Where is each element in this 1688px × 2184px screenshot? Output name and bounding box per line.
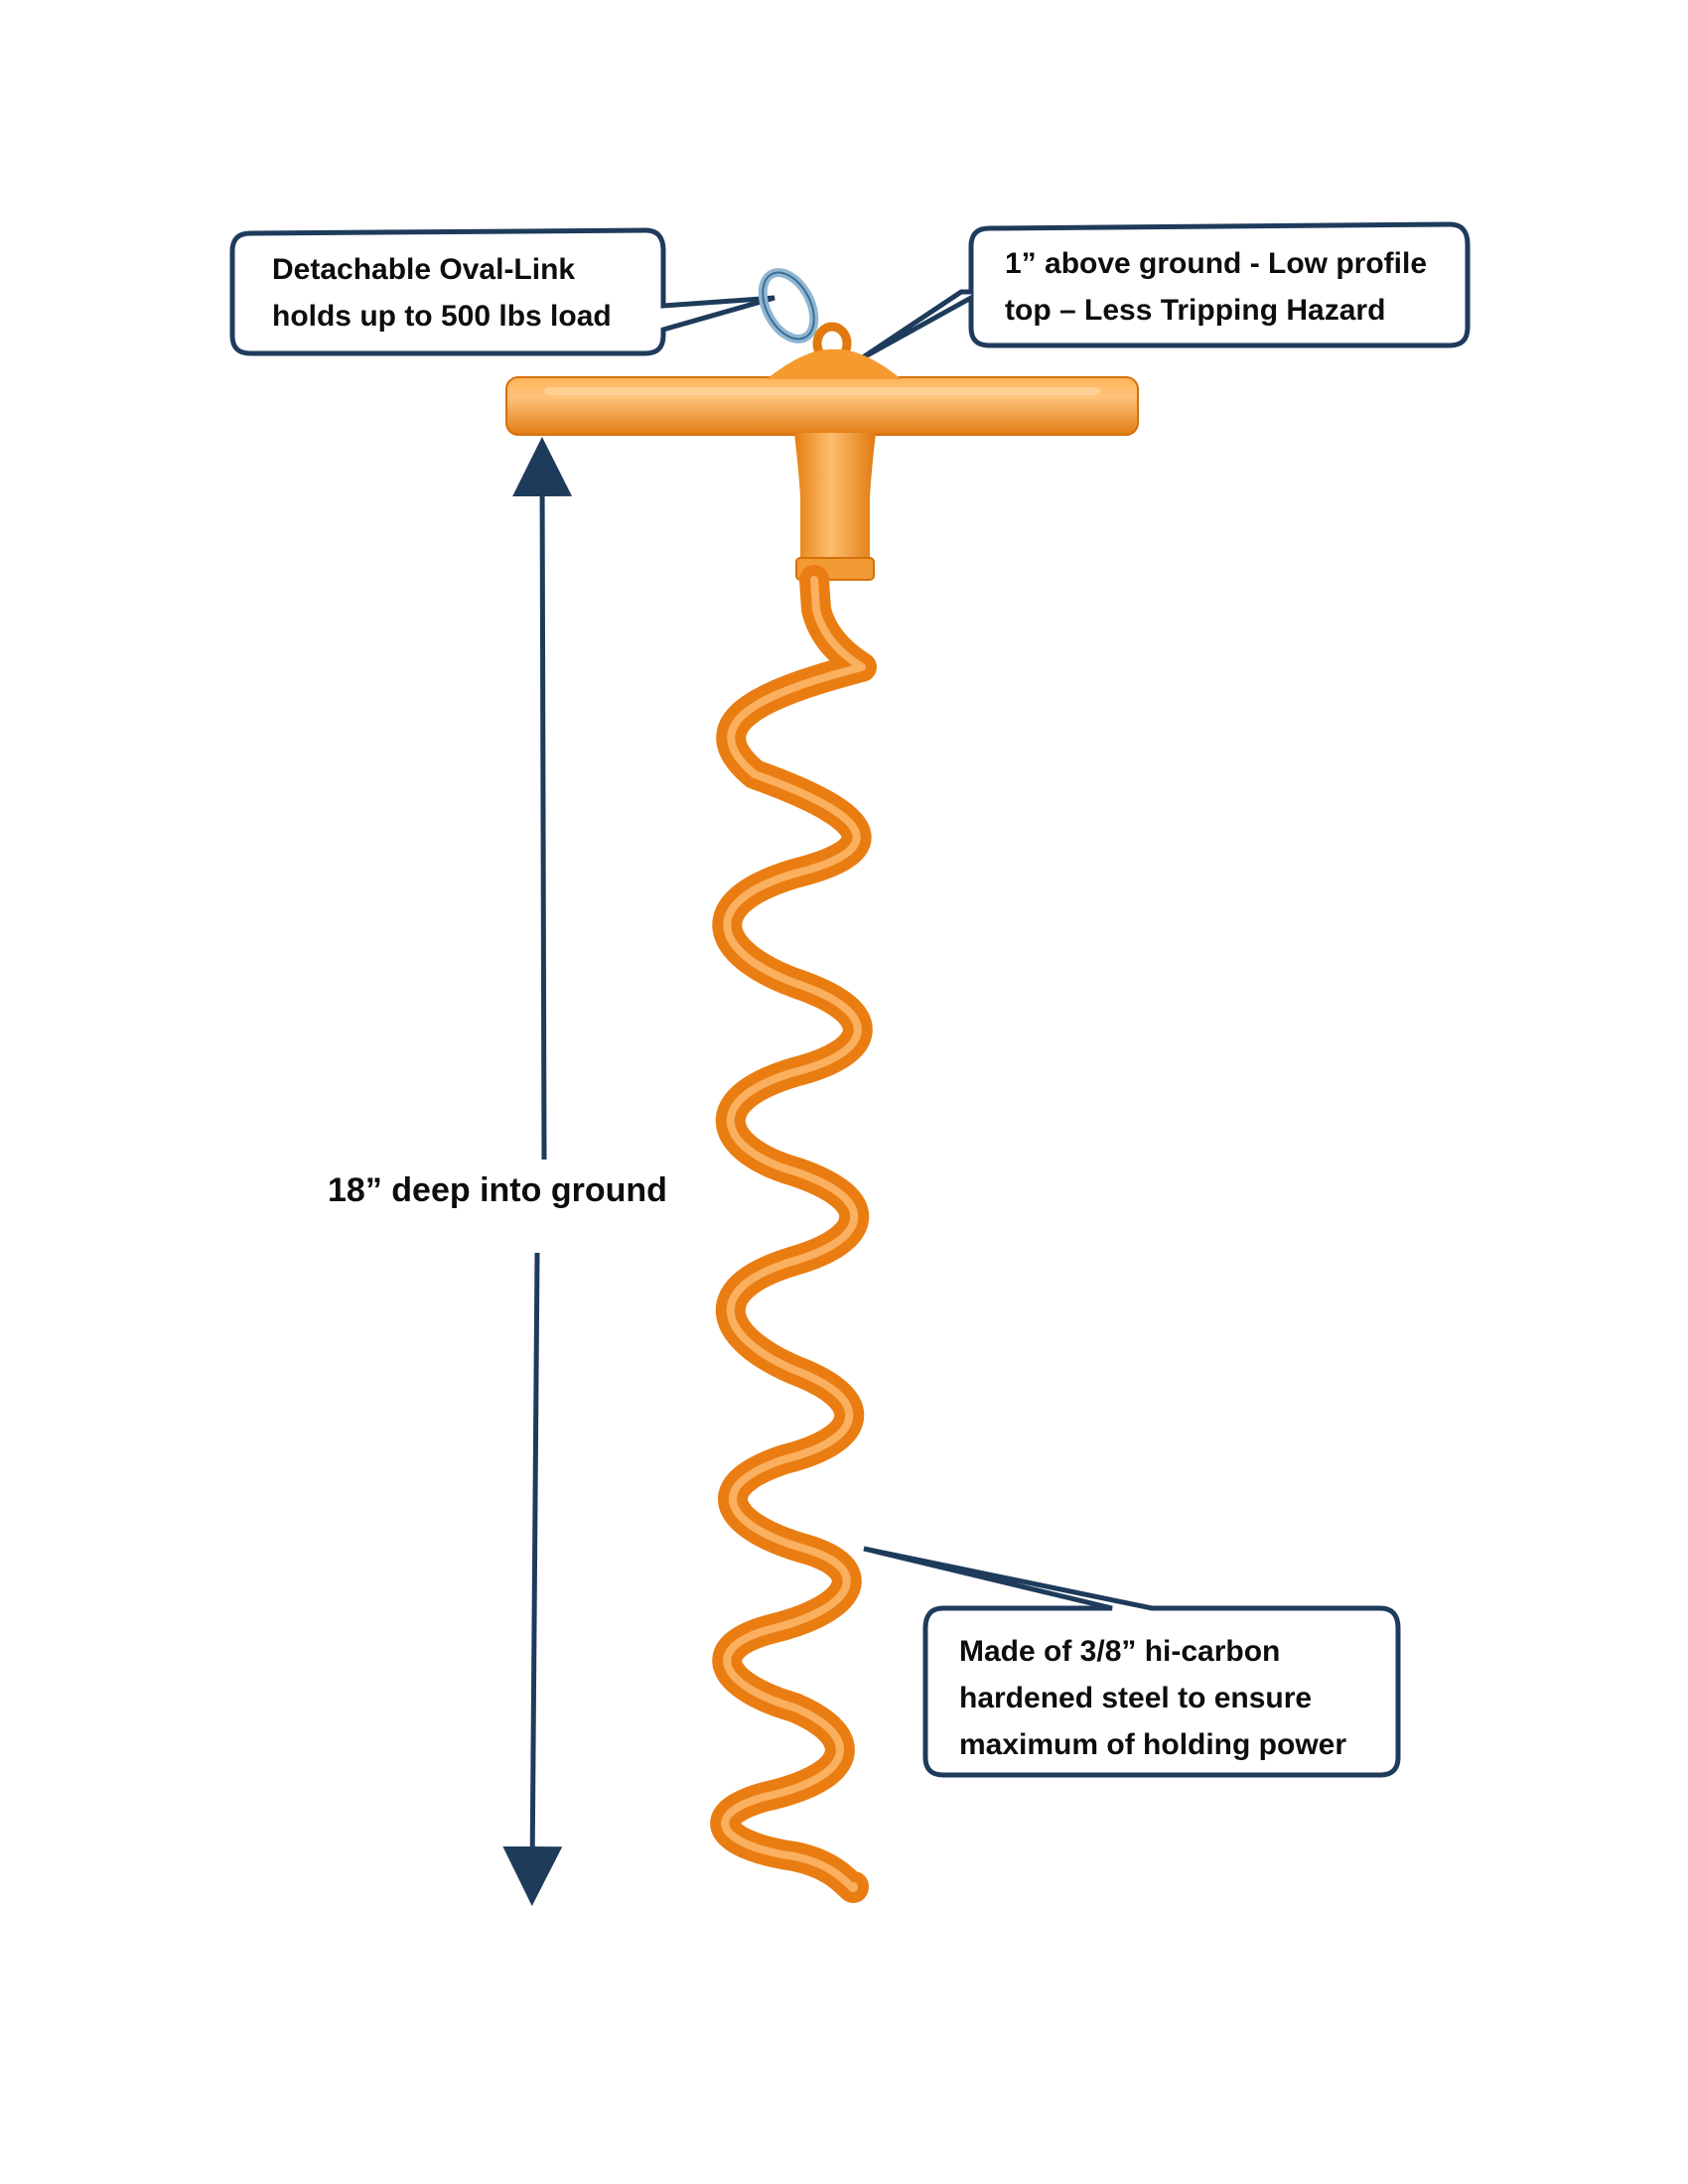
- callout-material-line1: Made of 3/8” hi-carbon: [959, 1635, 1281, 1668]
- callout-low-profile-line2: top – Less Tripping Hazard: [1005, 294, 1386, 327]
- stake-spiral: [710, 565, 877, 1903]
- callout-material-line3: maximum of holding power: [959, 1728, 1347, 1761]
- callout-oval-link-text: Detachable Oval-Link holds up to 500 lbs…: [272, 246, 612, 340]
- callout-low-profile-text: 1” above ground - Low profile top – Less…: [1005, 240, 1427, 334]
- callout-oval-link-bubble: [229, 227, 775, 356]
- stake-t-handle: [505, 348, 1139, 581]
- dimension-arrow-up: [512, 437, 573, 1160]
- callout-low-profile-line1: 1” above ground - Low profile: [1005, 247, 1428, 280]
- dimension-arrow-down: [502, 1252, 563, 1906]
- callout-low-profile-bubble: [858, 221, 1471, 362]
- callout-oval-link-line2: holds up to 500 lbs load: [272, 300, 612, 333]
- callout-material-line2: hardened steel to ensure: [959, 1682, 1313, 1714]
- depth-dimension-label: 18” deep into ground: [328, 1171, 667, 1209]
- callout-oval-link-line1: Detachable Oval-Link: [272, 253, 576, 286]
- callout-material-bubble: [863, 1546, 1401, 1778]
- oval-link-ring: [758, 268, 852, 365]
- callout-material-text: Made of 3/8” hi-carbon hardened steel to…: [959, 1628, 1346, 1768]
